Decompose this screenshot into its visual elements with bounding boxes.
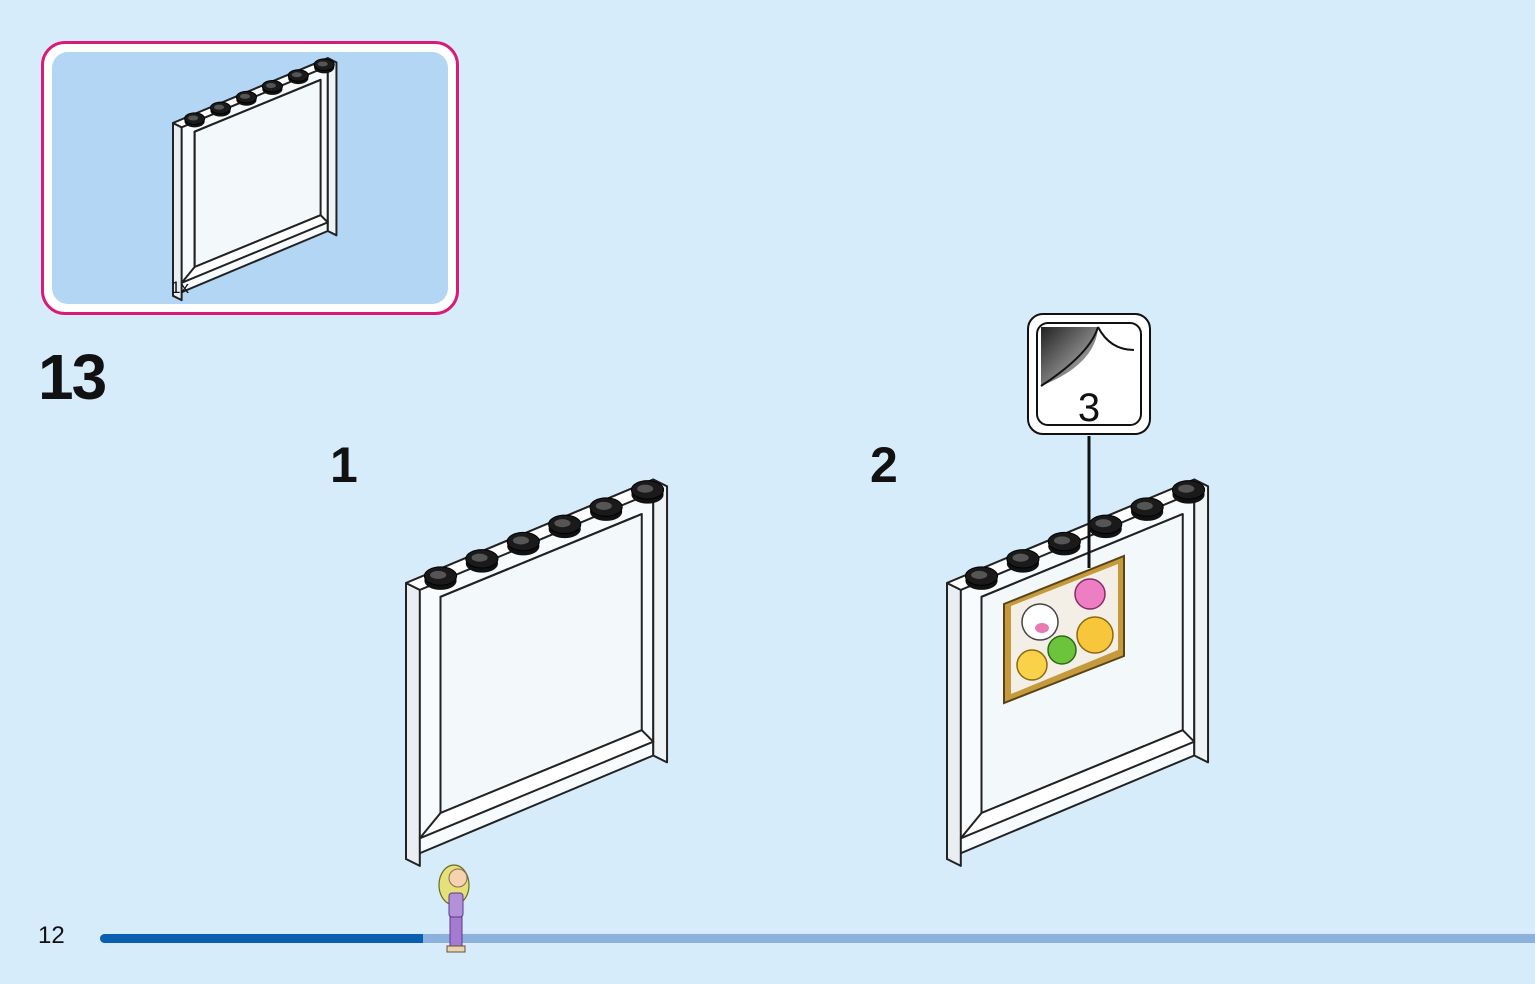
sticker-number: 3: [1077, 386, 1101, 430]
sticker-callout-inner: 3: [1036, 322, 1142, 430]
sticker-callout: 3: [1027, 313, 1151, 435]
white-animal-icon: [1021, 603, 1059, 641]
step-number: 13: [38, 341, 107, 413]
progress-bar-fill: [100, 934, 423, 943]
sub-step-2-label: 2: [870, 437, 898, 493]
progress-bar: [100, 934, 1535, 943]
yellow-fish-icon: [1016, 649, 1048, 681]
picture-sticker: [1003, 554, 1125, 705]
sub-step-1-label: 1: [330, 437, 358, 493]
page-number: 12: [38, 922, 65, 949]
pink-animal-icon: [1074, 578, 1106, 610]
yellow-tiger-icon: [1076, 616, 1114, 654]
part-quantity: 1x: [171, 278, 189, 297]
green-chameleon-icon: [1047, 635, 1077, 665]
sticker-peel-icon: [1040, 326, 1135, 387]
